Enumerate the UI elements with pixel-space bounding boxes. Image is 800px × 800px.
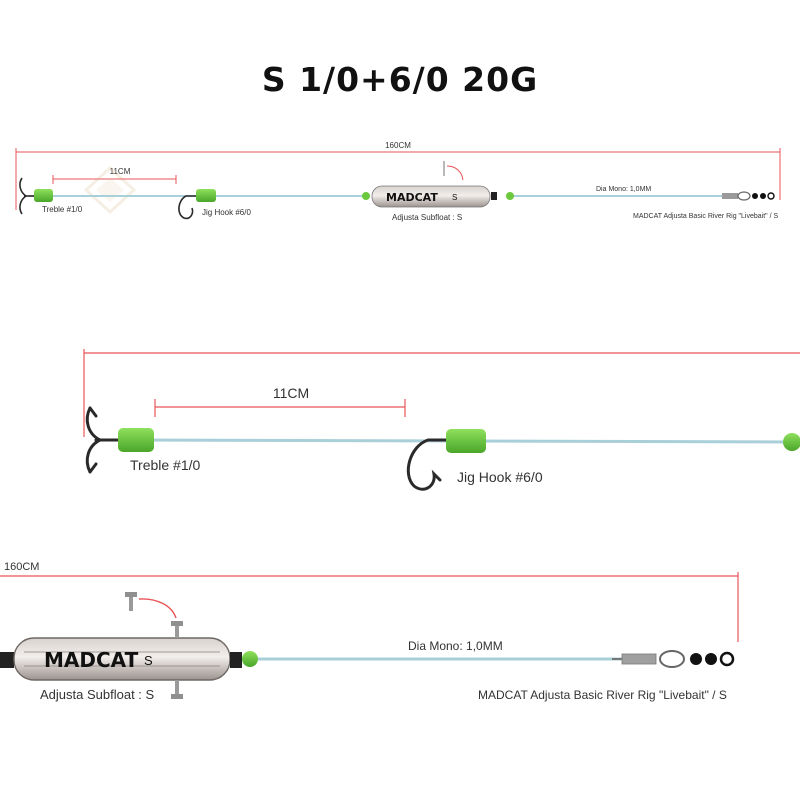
detail-jig-hook — [406, 438, 450, 491]
overview-jig-sleeve — [196, 189, 216, 202]
detail-swivel — [612, 650, 735, 668]
detail-float-brand: MADCAT — [44, 648, 139, 672]
detail-treble-label: Treble #1/0 — [130, 457, 201, 473]
page-title: S 1/0+6/0 20G — [261, 60, 539, 99]
detail-treble-hook — [85, 406, 122, 474]
detail-hooks-spacing-label: 11CM — [273, 385, 309, 401]
overview-total-length-label: 160CM — [385, 141, 411, 150]
detail-float: 160CM MADCAT S — [0, 561, 739, 702]
overview-subfloat: MADCAT S — [362, 161, 514, 208]
overview-mono-label: Dia Mono: 1,0MM — [596, 186, 651, 193]
detail-float-label: Adjusta Subfloat : S — [40, 687, 155, 702]
overview-jig-label: Jig Hook #6/0 — [202, 208, 251, 217]
overview-float-label: Adjusta Subfloat : S — [392, 213, 462, 222]
overview-treble-hook — [19, 177, 36, 215]
detail-jig-sleeve — [446, 429, 486, 453]
overview-treble-label: Treble #1/0 — [42, 205, 83, 214]
adjust-pin-top — [125, 592, 137, 611]
overview-total-dimension: 160CM — [15, 141, 781, 210]
detail-float-total-length-label: 160CM — [4, 561, 39, 573]
overview-float-brand: MADCAT — [386, 191, 438, 204]
overview-rig-label: MADCAT Adjusta Basic River Rig "Livebait… — [633, 213, 778, 220]
overview-rig: 160CM 11CM Treble #1/0 Jig Hook # — [15, 141, 781, 222]
detail-subfloat: MADCAT S — [0, 592, 258, 699]
detail-rig-label: MADCAT Adjusta Basic River Rig "Livebait… — [478, 688, 727, 702]
adjust-pin-bottom — [171, 680, 183, 699]
detail-float-size: S — [144, 653, 153, 668]
adjust-pin-mid — [171, 621, 183, 638]
overview-jig-hook — [178, 195, 196, 220]
detail-float-mono-label: Dia Mono: 1,0MM — [408, 639, 503, 653]
overview-treble-sleeve — [34, 189, 53, 202]
detail-treble-sleeve — [118, 428, 154, 452]
detail-hooks-end-bead — [783, 433, 800, 451]
overview-spacing-dimension: 11CM — [52, 167, 177, 184]
detail-hooks-spacing-dimension: 11CM — [154, 385, 406, 417]
adjust-arrow — [138, 598, 177, 619]
detail-hooks: 11CM Treble #1/0 Jig Hook #6/0 — [83, 349, 800, 491]
overview-swivel — [722, 191, 775, 201]
detail-jig-label: Jig Hook #6/0 — [457, 469, 543, 485]
overview-spacing-label: 11CM — [110, 167, 131, 176]
overview-float-size: S — [452, 193, 457, 202]
